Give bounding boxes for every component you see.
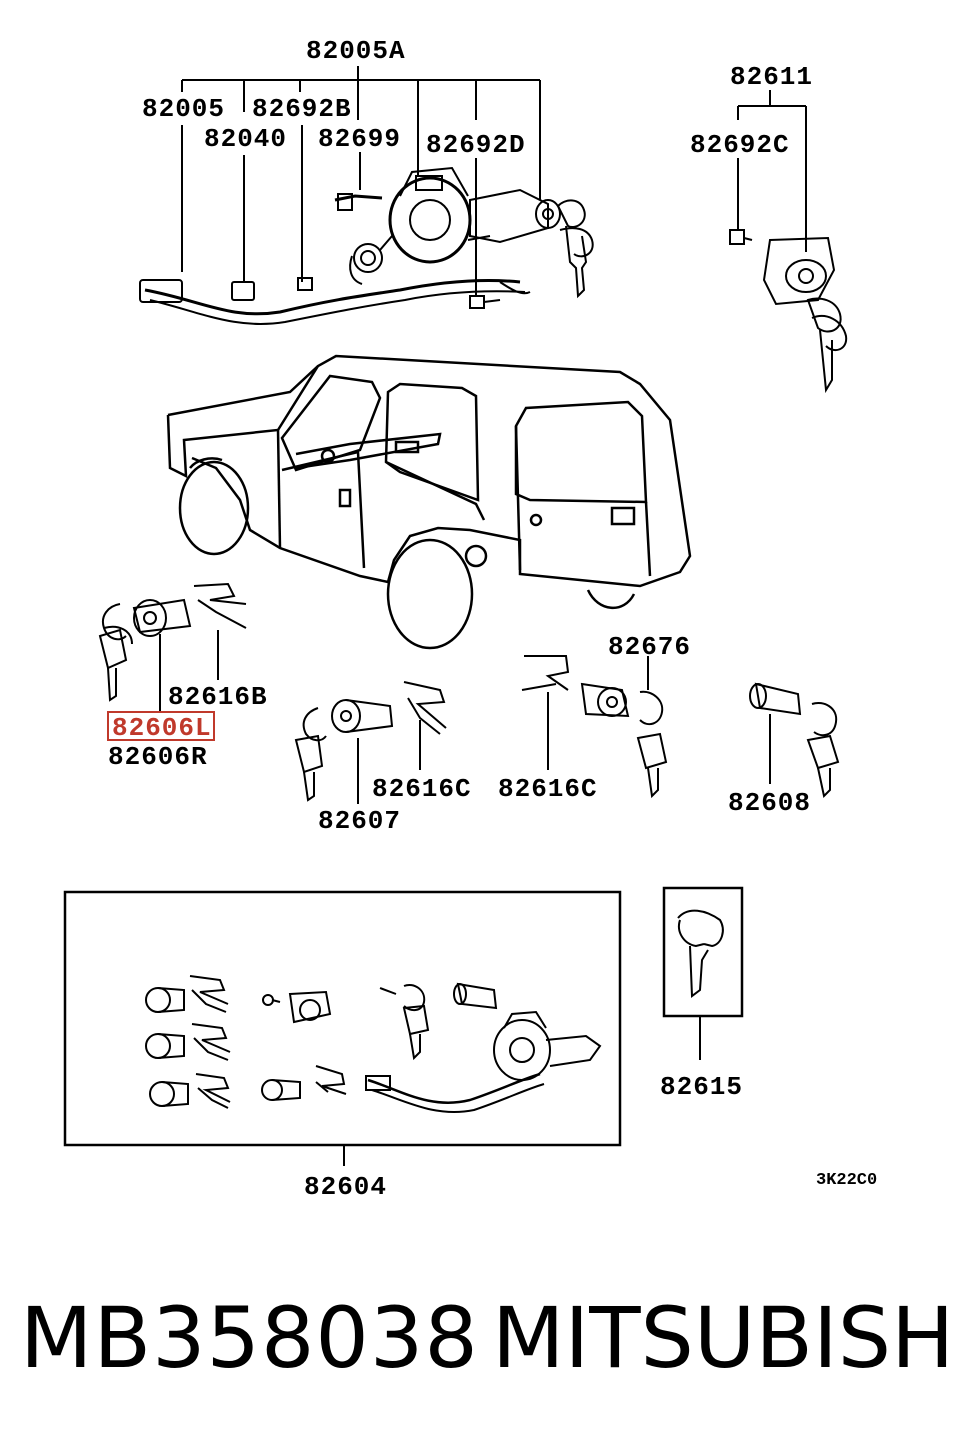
label-82005A: 82005A [306,36,406,66]
spare-lock-drawing [749,682,840,799]
lock-set-contents-drawing [145,975,602,1113]
label-82616B: 82616B [168,682,268,712]
label-82606L: 82606L [112,713,212,743]
vehicle-outline-drawing [166,354,692,650]
label-82692B: 82692B [252,94,352,124]
key-blank-drawing [677,909,724,998]
label-82607: 82607 [318,806,401,836]
label-82611: 82611 [730,62,813,92]
top-leaders [181,66,541,296]
door-lock-left-drawing [98,582,247,712]
label-82615: 82615 [660,1072,743,1102]
label-82616C-right: 82616C [498,774,598,804]
label-82699: 82699 [318,124,401,154]
label-82040: 82040 [204,124,287,154]
lock-set-box [63,890,622,1147]
label-82005: 82005 [142,94,225,124]
rear-lock-leaders [737,90,807,252]
tailgate-cylinder-drawing [521,655,668,799]
label-82616C-left: 82616C [372,774,472,804]
highlight-box [107,711,215,741]
part-labels: 82005A 82005 82692B 82040 82699 82692D 8… [107,36,877,1202]
glove-lock-drawing [294,681,447,804]
label-82608: 82608 [728,788,811,818]
brand-name: MITSUBISHI [492,1289,960,1387]
label-82692C: 82692C [690,130,790,160]
part-number: MB358038 [20,1289,479,1387]
label-82606R: 82606R [108,742,208,772]
diagram-code: 3K22C0 [816,1171,877,1190]
rear-lock-drawing [729,229,848,394]
label-82604: 82604 [304,1172,387,1202]
label-82676: 82676 [608,632,691,662]
key-blank-box [662,886,744,1018]
ignition-harness-drawing [139,166,594,325]
label-82692D: 82692D [426,130,526,160]
